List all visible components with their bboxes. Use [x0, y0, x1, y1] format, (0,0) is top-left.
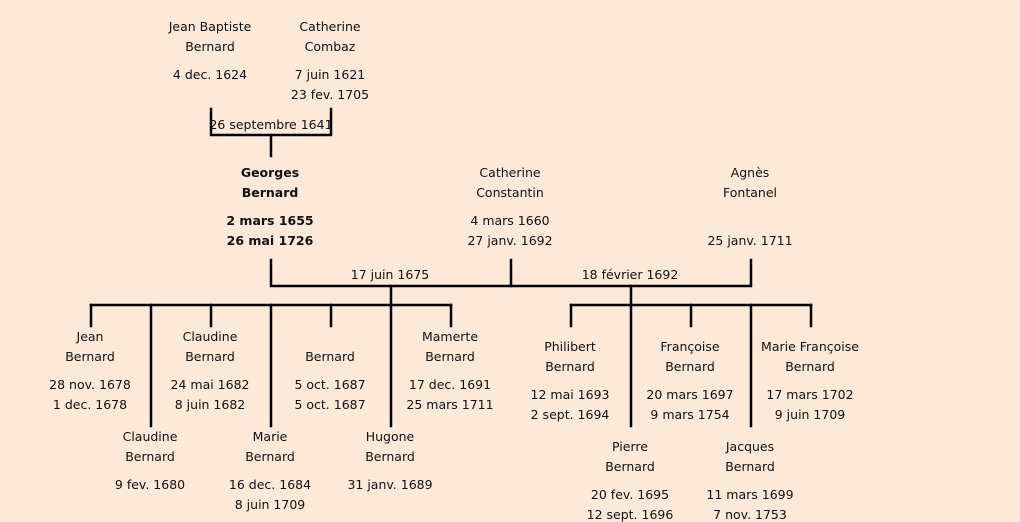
- person-agnes-first: Agnès: [730, 164, 770, 180]
- person-jacques-last: Bernard: [725, 458, 775, 474]
- person-claudine-1682-last: Bernard: [185, 348, 235, 364]
- person-jean-last: Bernard: [65, 348, 115, 364]
- person-pierre-death: 12 sept. 1696: [586, 506, 674, 522]
- person-francoise-birth: 20 mars 1697: [646, 386, 734, 402]
- person-catherine-combaz-last: Combaz: [304, 38, 356, 54]
- person-bernard-1687-death: 5 oct. 1687: [294, 396, 366, 412]
- person-mamerte-birth: 17 dec. 1691: [408, 376, 492, 392]
- person-jacques-birth: 11 mars 1699: [706, 486, 794, 502]
- person-catherine-combaz-first: Catherine: [299, 18, 361, 34]
- person-pierre-last: Bernard: [605, 458, 655, 474]
- person-francoise-first: Françoise: [660, 338, 720, 354]
- person-jacques-first: Jacques: [725, 438, 775, 454]
- person-philibert-last: Bernard: [545, 358, 595, 374]
- person-georges-first: Georges: [240, 164, 300, 180]
- person-marie-francoise-last: Bernard: [785, 358, 835, 374]
- person-claudine-1682-death: 8 juin 1682: [174, 396, 246, 412]
- person-francoise-last: Bernard: [665, 358, 715, 374]
- marriage-date: 26 septembre 1641: [209, 116, 333, 132]
- person-philibert-birth: 12 mai 1693: [530, 386, 610, 402]
- person-marie-francoise-first: Marie Françoise: [761, 338, 859, 354]
- marriage-date: 17 juin 1675: [350, 266, 430, 282]
- person-jean-death: 1 dec. 1678: [52, 396, 128, 412]
- person-claudine-1680-first: Claudine: [122, 428, 178, 444]
- person-jacques-death: 7 nov. 1753: [713, 506, 787, 522]
- person-marie-last: Bernard: [245, 448, 295, 464]
- person-jean-baptiste-first: Jean Baptiste: [168, 18, 252, 34]
- person-catherine-constantin-last: Constantin: [476, 184, 544, 200]
- person-philibert-death: 2 sept. 1694: [530, 406, 610, 422]
- person-marie-death: 8 juin 1709: [234, 496, 306, 512]
- person-georges-last: Bernard: [241, 184, 299, 200]
- person-claudine-1682-first: Claudine: [182, 328, 238, 344]
- person-pierre-birth: 20 fev. 1695: [590, 486, 670, 502]
- person-claudine-1680-birth: 9 fev. 1680: [114, 476, 186, 492]
- person-francoise-death: 9 mars 1754: [650, 406, 730, 422]
- marriage-date: 18 février 1692: [581, 266, 679, 282]
- person-hugone-first: Hugone: [365, 428, 415, 444]
- person-catherine-combaz-birth: 7 juin 1621: [294, 66, 366, 82]
- person-jean-birth: 28 nov. 1678: [49, 376, 131, 392]
- person-bernard-1687-birth: 5 oct. 1687: [294, 376, 366, 392]
- person-catherine-constantin-death: 27 janv. 1692: [467, 232, 553, 248]
- person-mamerte-first: Mamerte: [421, 328, 479, 344]
- person-mamerte-last: Bernard: [425, 348, 475, 364]
- person-claudine-1682-birth: 24 mai 1682: [170, 376, 250, 392]
- person-catherine-combaz-death: 23 fev. 1705: [290, 86, 370, 102]
- person-hugone-birth: 31 janv. 1689: [347, 476, 433, 492]
- person-georges-death: 26 mai 1726: [226, 232, 314, 248]
- person-claudine-1680-last: Bernard: [125, 448, 175, 464]
- person-philibert-first: Philibert: [544, 338, 596, 354]
- person-marie-francoise-birth: 17 mars 1702: [766, 386, 854, 402]
- person-catherine-constantin-first: Catherine: [479, 164, 541, 180]
- person-bernard-1687-last: Bernard: [305, 348, 355, 364]
- person-marie-birth: 16 dec. 1684: [228, 476, 312, 492]
- person-catherine-constantin-birth: 4 mars 1660: [470, 212, 550, 228]
- person-marie-first: Marie: [252, 428, 288, 444]
- person-hugone-last: Bernard: [365, 448, 415, 464]
- person-agnes-last: Fontanel: [723, 184, 777, 200]
- person-marie-francoise-death: 9 juin 1709: [774, 406, 846, 422]
- person-agnes-death: 25 janv. 1711: [707, 232, 793, 248]
- person-georges-birth: 2 mars 1655: [226, 212, 314, 228]
- person-pierre-first: Pierre: [612, 438, 648, 454]
- person-jean-baptiste-last: Bernard: [185, 38, 235, 54]
- person-mamerte-death: 25 mars 1711: [406, 396, 494, 412]
- person-jean-first: Jean: [76, 328, 104, 344]
- person-jean-baptiste-birth: 4 dec. 1624: [172, 66, 248, 82]
